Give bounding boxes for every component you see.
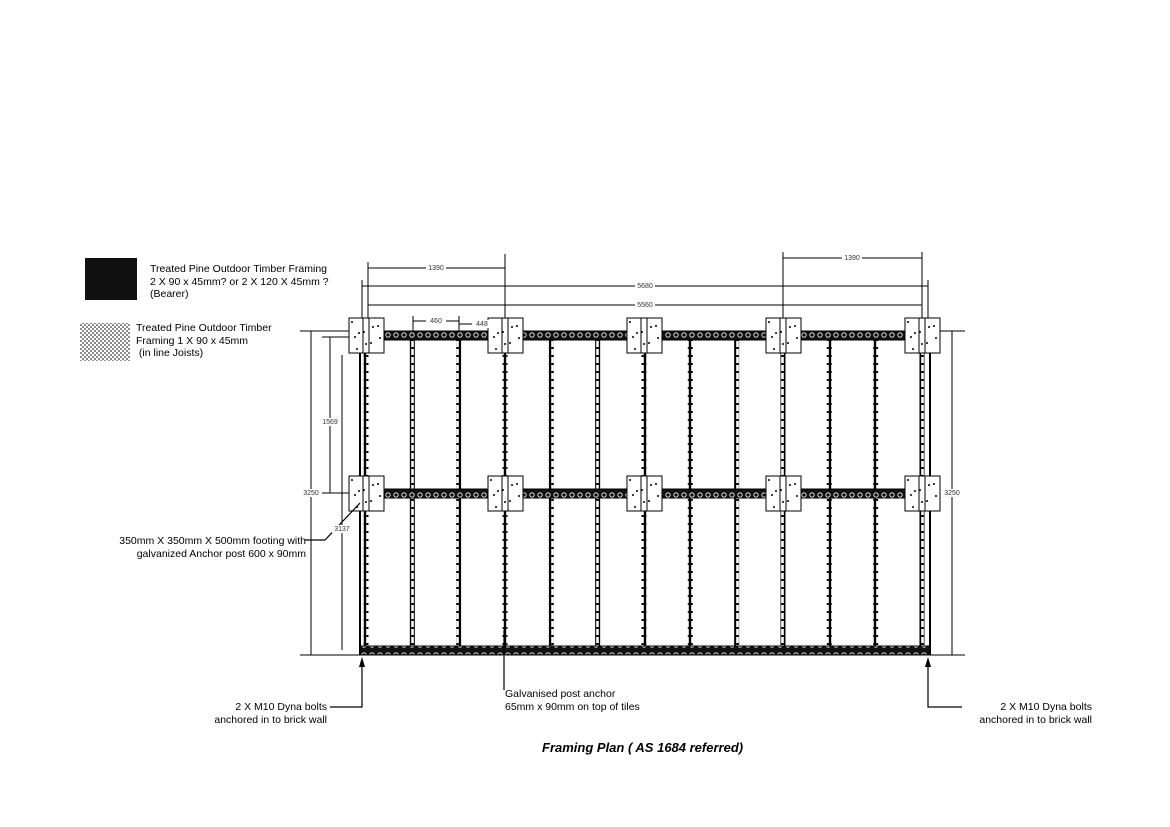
- post-footing: [487, 317, 524, 354]
- dim-460: 460: [430, 318, 442, 325]
- bolts-right-line2: anchored in to brick wall: [979, 713, 1092, 726]
- bolts-left-line1: 2 X M10 Dyna bolts: [235, 701, 327, 713]
- legend-bearer-line3: (Bearer): [150, 288, 189, 300]
- dimension-labels: 1390 1390 5680 5560 460 448 3250 1569 3137 3250: [301, 254, 962, 533]
- dim-3137: 3137: [334, 526, 350, 533]
- dim-1390-left: 1390: [428, 265, 444, 272]
- bolts-right-annotation: 2 X M10 Dyna bolts anchored in to brick …: [979, 701, 1092, 726]
- dim-5560: 5560: [637, 302, 653, 309]
- legend-bearer-line1: Treated Pine Outdoor Timber Framing: [150, 263, 328, 275]
- post-footing: [626, 475, 663, 512]
- bolts-right-line1: 2 X M10 Dyna bolts: [1000, 701, 1092, 713]
- post-footing: [765, 475, 802, 512]
- drawing-title: Framing Plan ( AS 1684 referred): [542, 740, 744, 755]
- post-footing: [904, 475, 941, 512]
- legend-joist-swatch: [80, 323, 130, 361]
- bolts-left-line2: anchored in to brick wall: [214, 713, 327, 726]
- post-footing: [487, 475, 524, 512]
- footing-posts: [348, 317, 941, 512]
- footing-annotation: 350mm X 350mm X 500mm footing with galva…: [119, 535, 306, 560]
- dim-448: 448: [476, 321, 488, 328]
- anchor-line2: 65mm x 90mm on top of tiles: [505, 700, 640, 713]
- legend-joist-label: Treated Pine Outdoor Timber Framing 1 X …: [136, 322, 272, 360]
- post-anchor-annotation: Galvanised post anchor 65mm x 90mm on to…: [505, 688, 640, 713]
- bolts-left-annotation: 2 X M10 Dyna bolts anchored in to brick …: [214, 701, 327, 726]
- post-footing: [626, 317, 663, 354]
- leader-lines: [305, 502, 962, 708]
- dim-3250-right: 3250: [944, 490, 960, 497]
- bearer: [359, 645, 931, 656]
- post-footing: [765, 317, 802, 354]
- post-footing: [348, 317, 385, 354]
- post-footing: [904, 317, 941, 354]
- legend-joist-line1: Treated Pine Outdoor Timber: [136, 322, 272, 334]
- dimension-lines: [300, 252, 965, 656]
- legend-bearer-line2: 2 X 90 x 45mm? or 2 X 120 X 45mm ?: [150, 275, 329, 288]
- footing-line2: galvanized Anchor post 600 x 90mm: [136, 547, 306, 560]
- legend-bearer-label: Treated Pine Outdoor Timber Framing 2 X …: [150, 263, 329, 301]
- dim-1569: 1569: [322, 419, 338, 426]
- dim-1390-right: 1390: [844, 255, 860, 262]
- dim-5680: 5680: [637, 283, 653, 290]
- post-footing: [348, 475, 385, 512]
- legend-bearer-swatch: [85, 258, 137, 300]
- leader-arrows: [359, 657, 931, 667]
- anchor-line1: Galvanised post anchor: [505, 688, 616, 700]
- footing-line1: 350mm X 350mm X 500mm footing with: [119, 535, 306, 547]
- dim-3250-left: 3250: [303, 490, 319, 497]
- legend-joist-line2: Framing 1 X 90 x 45mm: [136, 334, 249, 347]
- legend-joist-line3: (in line Joists): [136, 347, 204, 359]
